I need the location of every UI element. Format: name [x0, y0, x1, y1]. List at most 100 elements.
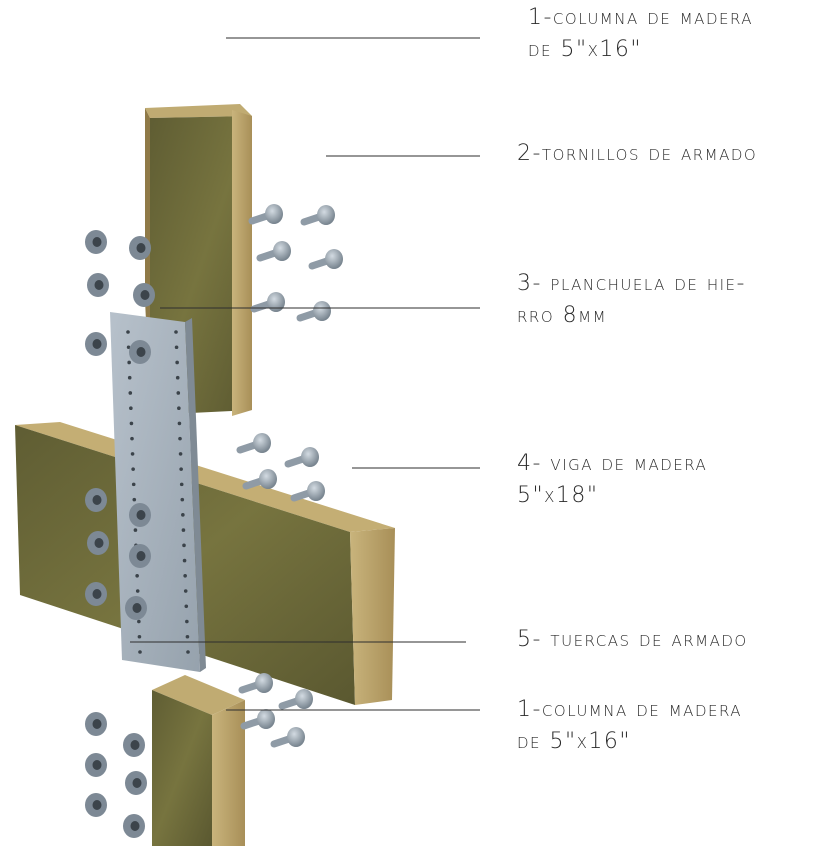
plate-hole	[132, 497, 137, 502]
plate-hole	[138, 650, 142, 654]
bolt-head	[267, 292, 285, 312]
plate-hole	[127, 375, 132, 380]
nuts	[85, 230, 155, 838]
nut-icon	[87, 273, 109, 297]
bolt-icon	[248, 204, 283, 225]
nut-hole	[140, 290, 150, 300]
callout-beam-line1: 4- viga de madera	[517, 451, 708, 476]
nut-hole	[92, 760, 102, 770]
lower-column	[152, 675, 245, 846]
callout-column-top-line1: 1-columna de madera	[528, 5, 754, 30]
callout-column-bottom-line1: 1-columna de madera	[517, 697, 743, 722]
plate-hole	[180, 497, 185, 502]
bolt-icon	[284, 447, 319, 468]
plate-hole	[129, 406, 133, 410]
nut-hole	[136, 551, 146, 561]
callout-bolts: 2-tornillos de armado	[517, 138, 757, 170]
nut-icon	[125, 596, 147, 620]
plate-hole	[177, 421, 182, 426]
bolt-head	[317, 205, 335, 225]
bolt-icon	[238, 673, 273, 694]
nut-hole	[92, 589, 102, 599]
bolt-head	[273, 241, 291, 261]
plate-hole	[131, 482, 136, 487]
nut-icon	[123, 733, 145, 757]
callout-column-top: 1-columna de madera de 5"x16"	[528, 2, 753, 66]
bolt-head	[257, 709, 275, 729]
nut-hole	[136, 347, 146, 357]
callout-plate: 3- planchuela de hie- rro 8mm	[517, 268, 746, 332]
plate-hole	[185, 634, 190, 639]
plate-hole	[174, 345, 179, 350]
nut-icon	[129, 236, 151, 260]
nut-icon	[129, 503, 151, 527]
callout-beam: 4- viga de madera 5"x18"	[517, 448, 707, 512]
plate-hole	[133, 528, 138, 532]
callout-nuts: 5- tuercas de armado	[517, 624, 748, 656]
nut-hole	[92, 495, 102, 505]
plate-hole	[179, 467, 183, 471]
callout-column-bottom-line2: de 5"x16"	[517, 729, 632, 754]
plate-hole	[130, 452, 135, 456]
plate-hole	[184, 604, 189, 609]
nut-icon	[85, 712, 107, 736]
bolt-icon	[290, 481, 325, 502]
nut-icon	[129, 340, 151, 364]
bolt-head	[307, 481, 325, 501]
plate-hole	[179, 482, 184, 487]
plate-hole	[175, 375, 180, 380]
bolt-icon	[250, 292, 285, 313]
plate-hole	[126, 345, 131, 350]
plate-hole	[175, 360, 179, 365]
plate-hole	[135, 574, 139, 578]
nut-hole	[136, 510, 146, 520]
bolt-head	[325, 249, 343, 269]
plate-hole	[183, 574, 187, 578]
plate-hole	[186, 650, 190, 654]
nut-hole	[136, 243, 146, 253]
callout-column-top-line2: de 5"x16"	[528, 37, 643, 62]
bolt-head	[259, 469, 277, 489]
bolt-icon	[308, 249, 343, 270]
plate-hole	[130, 436, 134, 441]
plate-hole	[135, 589, 140, 593]
plate-hole	[182, 543, 186, 548]
plate-hole	[127, 360, 131, 365]
plate-hole	[174, 330, 178, 334]
nut-icon	[125, 771, 147, 795]
callout-plate-line1: 3- planchuela de hie-	[517, 271, 746, 296]
callout-column-bottom: 1-columna de madera de 5"x16"	[517, 694, 742, 758]
bolt-head	[295, 689, 313, 709]
nut-hole	[92, 800, 102, 810]
plate-hole	[137, 619, 141, 624]
nut-hole	[132, 603, 142, 613]
callout-beam-line2: 5"x18"	[517, 483, 599, 508]
bolt-icon	[300, 205, 335, 226]
nut-hole	[92, 339, 102, 349]
plate-hole	[185, 619, 189, 624]
bolt-icon	[270, 727, 305, 748]
plate-hole	[178, 452, 183, 456]
plate-hole	[126, 330, 130, 334]
nut-icon	[85, 230, 107, 254]
bolt-icon	[296, 301, 331, 322]
nut-icon	[85, 332, 107, 356]
callout-plate-line2: rro 8mm	[517, 303, 608, 328]
plate-hole	[131, 467, 135, 471]
plate-holes	[126, 330, 190, 654]
nut-hole	[130, 821, 140, 831]
bolt-head	[313, 301, 331, 321]
nut-hole	[94, 280, 104, 290]
nut-hole	[92, 719, 102, 729]
bolt-head	[301, 447, 319, 467]
bolt-icon	[236, 433, 271, 454]
nut-icon	[133, 283, 155, 307]
nut-hole	[132, 778, 142, 788]
plate-hole	[178, 436, 182, 441]
plate-hole	[182, 558, 187, 563]
steel-plate	[110, 312, 206, 672]
nut-hole	[92, 237, 102, 247]
callout-nuts-line1: 5- tuercas de armado	[517, 627, 748, 652]
bolts	[236, 204, 343, 748]
